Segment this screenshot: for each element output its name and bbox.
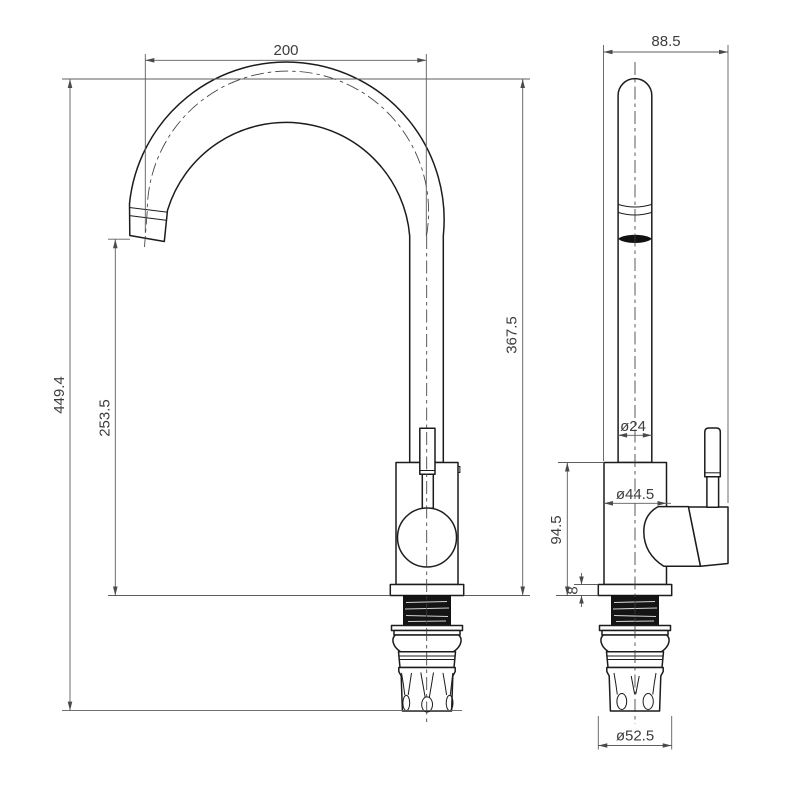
dimensions: 200 449.4 253.5 367.5 <box>51 33 729 750</box>
aerator-rings <box>129 207 167 221</box>
spout-centerline <box>144 70 429 248</box>
dim-outlet-height: 253.5 <box>97 238 391 596</box>
dim-overall-height: 449.4 <box>51 78 530 712</box>
lever-grip <box>419 427 436 476</box>
dim-label-outlet-height: 253.5 <box>97 399 114 437</box>
lever-stem <box>421 473 435 510</box>
dim-label-overall-height: 449.4 <box>51 376 68 414</box>
dim-label-spout-reach: 200 <box>273 42 298 59</box>
dim-flange-thickness: 8 <box>565 573 599 607</box>
cam-housing <box>643 505 702 568</box>
side-lever-stem <box>706 476 720 508</box>
dim-body-diameter: ø44.5 <box>604 486 671 506</box>
spout-outline <box>128 61 445 464</box>
dim-spout-diameter: ø24 <box>618 418 652 438</box>
dim-label-flange-thickness: 8 <box>565 586 582 594</box>
dim-label-spout-height: 367.5 <box>504 316 521 354</box>
dim-label-depth: 88.5 <box>651 33 680 50</box>
dim-label-body-diameter: ø44.5 <box>616 486 654 503</box>
dim-label-body-height: 94.5 <box>548 515 565 544</box>
dim-spout-reach: 200 <box>144 42 427 236</box>
dim-spout-height: 367.5 <box>463 79 530 596</box>
dim-depth: 88.5 <box>603 33 729 503</box>
dim-label-spout-diameter: ø24 <box>620 418 646 435</box>
side-lever-grip <box>704 427 722 478</box>
dim-body-height: 94.5 <box>548 462 604 596</box>
dim-label-flange-diameter: ø52.5 <box>616 728 654 745</box>
side-view <box>597 62 729 724</box>
front-view <box>128 61 465 724</box>
dim-flange-diameter: ø52.5 <box>597 716 673 750</box>
